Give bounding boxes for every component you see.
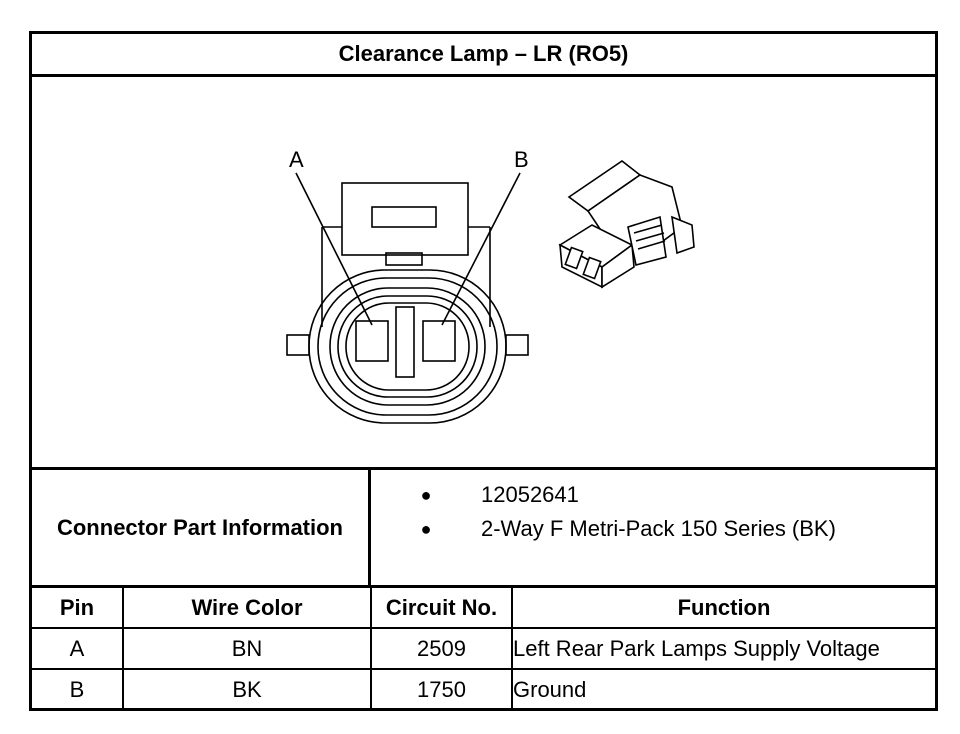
header-circuit-no: Circuit No. [370,588,513,629]
header-pin: Pin [32,588,124,629]
part-number: 12052641 [481,482,579,507]
circuit-cell: 2509 [370,627,513,670]
pin-table: Pin Wire Color Circuit No. Function A BN… [32,588,935,709]
pin-table-header: Pin Wire Color Circuit No. Function [32,588,935,629]
pin-a-cavity [355,320,389,362]
pin-cell: B [32,668,124,709]
connector-info-label: Connector Part Information [32,470,371,585]
pin-cell: A [32,627,124,670]
bullet-icon: ● [420,518,432,539]
pin-b-cavity [422,320,456,362]
table-row: B BK 1750 Ground [32,668,935,709]
header-function: Function [511,588,935,629]
pin-a-label: A [289,147,304,172]
connector-face-diagram: A B [286,147,695,424]
connector-type: 2-Way F Metri-Pack 150 Series (BK) [481,516,836,541]
connector-drawing: A B [32,77,935,470]
wire-color-cell: BN [122,627,372,670]
page-title: Clearance Lamp – LR (RO5) [32,34,935,77]
connector-sheet: Clearance Lamp – LR (RO5) [29,31,938,711]
function-cell: Left Rear Park Lamps Supply Voltage [511,627,935,670]
table-row: A BN 2509 Left Rear Park Lamps Supply Vo… [32,627,935,670]
bullet-icon: ● [420,484,432,505]
wire-color-cell: BK [122,668,372,709]
header-wire-color: Wire Color [122,588,372,629]
connector-type-item: ● 2-Way F Metri-Pack 150 Series (BK) [371,514,836,544]
circuit-cell: 1750 [370,668,513,709]
connector-iso-sketch [558,160,695,289]
connector-info-list: ● 12052641 ● 2-Way F Metri-Pack 150 Seri… [371,470,935,585]
pin-b-label: B [514,147,529,172]
part-number-item: ● 12052641 [371,480,579,510]
connector-info-section: Connector Part Information ● 12052641 ● … [32,470,935,588]
function-cell: Ground [511,668,935,709]
